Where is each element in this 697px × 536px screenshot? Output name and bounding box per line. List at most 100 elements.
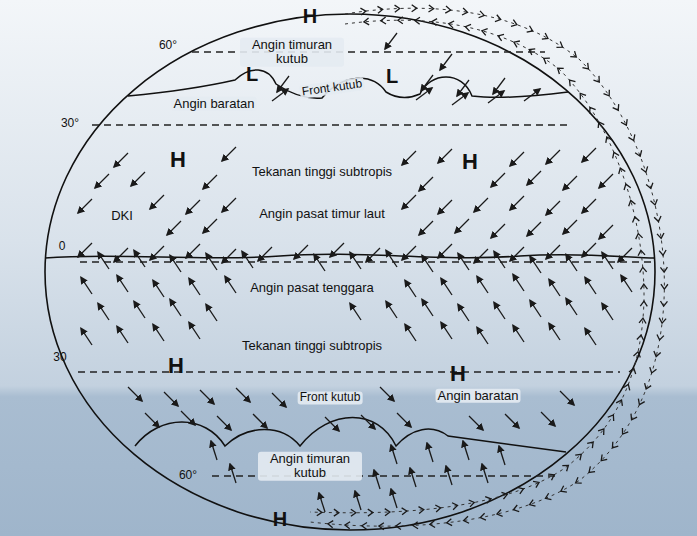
wind-arrow (405, 324, 416, 341)
circulation-chevron (604, 135, 612, 143)
circulation-chevron (660, 301, 667, 306)
circulation-chevron (396, 522, 401, 529)
circulation-chevron (377, 6, 383, 13)
circulation-chevron (452, 502, 458, 510)
wind-arrow (366, 248, 380, 262)
wind-arrow (422, 255, 433, 272)
wind-arrow (217, 416, 231, 430)
wind-arrow (441, 322, 452, 339)
circulation-chevron (617, 167, 625, 174)
wind-arrow (222, 249, 236, 263)
region-label: DKI (111, 209, 133, 223)
wind-arrow (189, 278, 200, 295)
wind-arrow (186, 200, 200, 214)
wind-arrow (150, 246, 164, 260)
region-label: 60° (179, 469, 197, 482)
wind-arrow (350, 252, 361, 269)
wind-arrow (546, 245, 560, 259)
circulation-chevron (635, 150, 643, 157)
wind-arrow (117, 275, 128, 292)
circulation-chevron (462, 8, 468, 16)
region-label: 60° (159, 39, 177, 52)
region-label: Front kutub (299, 77, 365, 99)
region-label: Angin baratan (436, 389, 521, 403)
circulation-chevron (556, 41, 564, 50)
circulation-chevron (511, 20, 518, 28)
wind-arrow (253, 414, 267, 428)
circulation-chevron (659, 250, 666, 256)
wind-arrow (391, 445, 397, 464)
wind-arrow (380, 387, 394, 401)
circulation-chevron (395, 5, 400, 12)
wind-arrow (599, 174, 613, 188)
wind-arrow (416, 88, 432, 100)
circulation-chevron (446, 519, 452, 527)
wind-arrow (563, 220, 577, 234)
circulation-chevron (413, 522, 418, 529)
circulation-chevron (345, 521, 350, 528)
wind-arrow (582, 243, 596, 257)
wind-arrow (355, 491, 361, 510)
circulation-chevron (593, 76, 602, 84)
circulation-chevron (610, 442, 619, 450)
circulation-chevron (604, 90, 613, 98)
region-label: 0 (59, 240, 66, 253)
wind-arrow (402, 151, 416, 165)
circulation-chevron (629, 367, 637, 374)
wind-arrow (482, 464, 488, 483)
wind-arrow (513, 325, 524, 342)
wind-arrow (391, 489, 397, 508)
circulation-chevron (418, 506, 424, 513)
circulation-chevron (640, 284, 647, 289)
wind-arrow (452, 93, 468, 105)
wind-arrow (186, 244, 200, 258)
circulation-chevron (587, 466, 595, 475)
circulation-chevron (635, 233, 643, 239)
wind-arrow (78, 199, 92, 213)
circulation-chevron (643, 383, 651, 390)
wind-arrow (463, 441, 469, 460)
wind-arrow (211, 441, 217, 460)
wind-arrow (167, 221, 181, 235)
wind-arrow (222, 147, 236, 161)
wind-arrow (494, 302, 505, 319)
circulation-chevron (368, 509, 373, 516)
circulation-chevron (385, 508, 390, 515)
circulation-chevron (435, 504, 441, 512)
wind-arrow (200, 390, 214, 404)
wind-arrow (422, 299, 433, 316)
pressure-symbol: H (273, 508, 287, 530)
circulation-chevron (428, 5, 433, 12)
circulation-chevron (362, 522, 367, 529)
wind-arrow (203, 175, 217, 189)
wind-arrow (405, 280, 416, 297)
region-label: Angin timuran kutub (258, 452, 362, 481)
wind-arrow (527, 171, 541, 185)
wind-arrow (546, 150, 560, 164)
region-label: Angin timuran kutub (240, 38, 344, 67)
circulation-chevron (637, 335, 645, 341)
circulation-chevron (570, 51, 578, 60)
wind-arrow (272, 393, 286, 407)
wind-arrow (491, 224, 505, 238)
circulation-chevron (469, 499, 475, 507)
wind-arrow (350, 303, 361, 320)
wind-arrow (530, 256, 541, 273)
circulation-chevron (431, 18, 437, 25)
circulation-chevron (623, 183, 631, 190)
circulation-chevron (596, 120, 605, 128)
circulation-chevron (559, 486, 567, 495)
latitude-lines (78, 52, 655, 476)
circulation-chevron (616, 398, 624, 406)
circulation-path (310, 20, 644, 513)
region-label: Tekanan tinggi subtropis (252, 165, 392, 179)
wind-arrow (410, 468, 416, 487)
wind-arrow (438, 200, 452, 214)
circulation-chevron (575, 452, 583, 461)
wind-arrow (530, 300, 541, 317)
wind-arrow (294, 245, 308, 259)
circulation-chevron (465, 23, 471, 31)
wind-arrow (402, 246, 416, 260)
circulation-chevron (381, 17, 386, 24)
wind-arrow (419, 221, 433, 235)
